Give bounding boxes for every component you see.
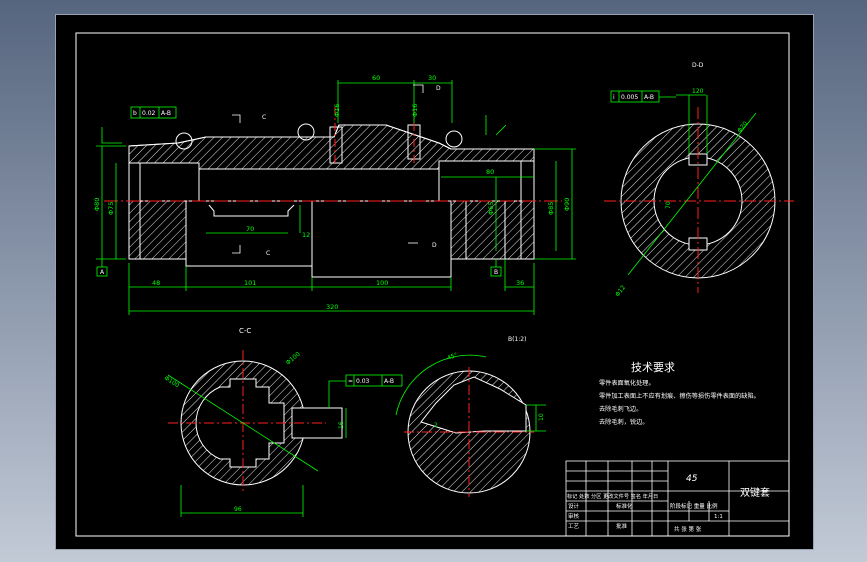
dim-detail-small: 2	[434, 422, 438, 429]
dim-mid-80: 80	[486, 168, 494, 176]
dim-cc-r1: Φ100	[163, 375, 181, 390]
dim-cc-w: 16	[338, 421, 345, 429]
detail-b-view	[407, 370, 531, 494]
section-cc-label: C-C	[239, 327, 251, 335]
end-view-marker: D-D	[692, 62, 704, 69]
title-process: 工艺	[568, 523, 580, 530]
end-view-right	[620, 123, 776, 279]
tolerance-frame-left: b 0.02 A-B	[130, 106, 177, 119]
tech-req-item: 去除毛刺，锐边。	[599, 418, 649, 426]
dim-top-60: 60	[372, 74, 380, 82]
svg-text:b: b	[133, 110, 137, 117]
svg-text:0.005: 0.005	[621, 94, 638, 101]
dim-bot-48: 48	[152, 279, 160, 287]
dim-bot-100: 100	[376, 279, 388, 287]
relief-groove-mid	[297, 123, 315, 141]
dim-right-phi-outer: Φ90	[563, 198, 571, 211]
svg-text:A: A	[100, 269, 105, 276]
tech-req-title: 技术要求	[631, 361, 675, 374]
dim-end-70: 70	[665, 201, 672, 209]
svg-text:A-B: A-B	[161, 110, 171, 117]
svg-text:0.03: 0.03	[356, 378, 370, 385]
drawing-canvas[interactable]: 60 30 80 12 70 48 101 100 36 320 Φ80 Φ75…	[56, 15, 813, 549]
dim-mid-12: 12	[302, 231, 310, 239]
relief-groove-right	[445, 130, 463, 148]
dim-left-phi-inner: Φ75	[107, 202, 115, 215]
main-section-view	[128, 123, 535, 278]
dim-end-phi-b: Φ20	[736, 120, 749, 134]
dim-right-phi-small: Φ65	[487, 202, 495, 215]
dim-cc-bottom: 96	[234, 506, 242, 513]
main-dimensions	[96, 80, 576, 315]
detail-b-label: B(1:2)	[508, 336, 526, 343]
title-stage: 阶段标记 重量 比例	[670, 502, 718, 510]
svg-text:A-B: A-B	[644, 94, 654, 101]
marker-d-top: D	[436, 85, 441, 92]
svg-text:=: =	[348, 378, 353, 385]
marker-c-bottom: C	[266, 250, 270, 257]
svg-text:i: i	[613, 94, 615, 101]
datum-b: B	[490, 259, 502, 277]
dim-detail-top: 45°	[446, 352, 458, 362]
datum-a: A	[96, 259, 108, 277]
tech-req-item: 去除毛刺飞边。	[599, 405, 642, 413]
dim-key-70: 70	[246, 225, 254, 233]
svg-text:A-B: A-B	[384, 378, 394, 385]
title-sheets: 共 张 第 张	[674, 525, 702, 533]
lower-wall-hatch	[128, 200, 187, 260]
svg-text:B: B	[494, 269, 498, 276]
tech-req-item: 零件表面氧化处理。	[599, 379, 655, 387]
svg-text:0.02: 0.02	[142, 110, 156, 117]
tech-req-item: 零件加工表面上不应有划痕、擦伤等损伤零件表面的缺陷。	[599, 392, 760, 400]
dim-right-phi-mid: Φ85	[547, 202, 555, 215]
dim-left-phi-outer: Φ80	[93, 198, 101, 211]
cad-viewport[interactable]: 60 30 80 12 70 48 101 100 36 320 Φ80 Φ75…	[55, 14, 814, 550]
keyway-slot	[208, 204, 295, 217]
dim-end-top: 120	[692, 88, 704, 95]
title-block	[565, 460, 790, 537]
dim-top-30: 30	[428, 74, 436, 82]
marker-c-top: C	[262, 114, 266, 121]
tolerance-frame-section: = 0.03 A-B	[345, 374, 403, 387]
tech-req-list: 零件表面氧化处理。零件加工表面上不应有划痕、擦伤等损伤零件表面的缺陷。去除毛刺飞…	[599, 379, 760, 426]
dim-bot-101: 101	[244, 279, 256, 287]
dim-hole-b: Φ16	[411, 104, 419, 117]
title-part-name: 双键套	[740, 486, 770, 499]
drawing-border	[75, 32, 790, 537]
tolerance-frame-right: i 0.005 A-B	[610, 90, 660, 103]
dim-total-320: 320	[326, 303, 338, 311]
title-checker: 审核	[568, 512, 580, 520]
dim-cc-r2: Φ100	[285, 351, 302, 367]
dim-end-phi-a: Φ12	[614, 284, 627, 298]
marker-d-bottom: D	[432, 242, 437, 249]
title-scale: 1:1	[714, 514, 723, 520]
title-row-header: 标记 处数 分区 更改文件号 签名 年月日	[567, 492, 658, 500]
dim-detail-right: 10	[538, 413, 545, 421]
title-material: 45	[686, 474, 698, 484]
dim-bot-36: 36	[516, 279, 524, 287]
title-standard: 标准化	[616, 502, 633, 510]
title-designer: 设计	[568, 502, 580, 510]
relief-groove-left	[175, 132, 193, 150]
dim-hole-a: Φ16	[333, 104, 341, 117]
title-approve: 批准	[616, 522, 628, 530]
